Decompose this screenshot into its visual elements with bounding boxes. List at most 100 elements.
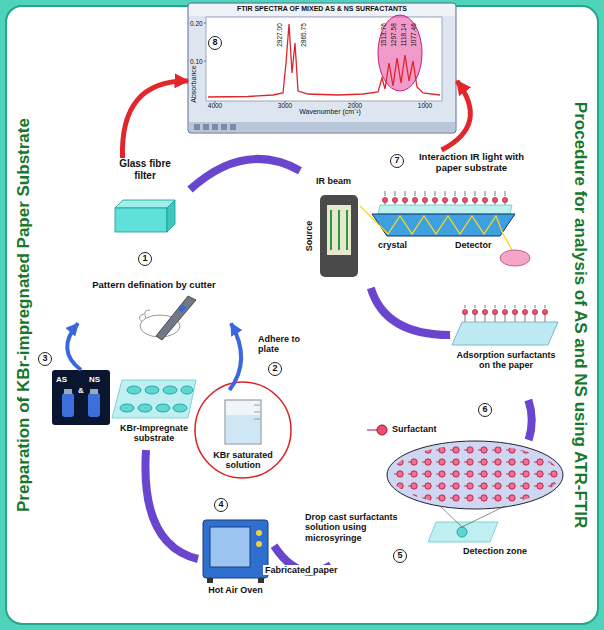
atr-step: Interaction IR light with paper substrat… [300, 150, 536, 288]
callout-number: 7 [390, 154, 404, 168]
node-text: KBr saturated solution [206, 450, 280, 471]
axis-tick: 0.20 [190, 20, 203, 27]
process-band [145, 450, 198, 559]
peak-label: 1513.76 [379, 20, 389, 50]
glass-fibre-filter [115, 208, 167, 232]
filter-step: Glass fibre filter [100, 158, 190, 248]
detection-zone [440, 506, 505, 527]
part-label: Source [304, 211, 314, 261]
beaker-step: KBr saturated solution [198, 390, 288, 485]
node-text: & [73, 386, 89, 395]
frame [6, 6, 598, 624]
solution-vials [52, 370, 110, 425]
oven-step: Hot Air Oven [198, 515, 274, 603]
cutter-step: Pattern defination by cutter [78, 280, 231, 342]
node-text: Drop cast surfactants solution using mic… [305, 512, 410, 543]
adsorption-paper [452, 322, 558, 345]
solution-box: AS&NS [52, 370, 110, 425]
impregnated-plate [181, 386, 193, 394]
impregnated-plate [145, 386, 159, 394]
spectrum-plot [212, 124, 218, 130]
callout-number: 2 [268, 362, 282, 376]
beaker [254, 405, 260, 419]
node-text: FTIR SPECTRA OF MIXED AS & NS SURFACTANT… [188, 5, 456, 13]
flow-arrow [230, 323, 242, 390]
spectrum-plot [189, 122, 455, 132]
node-text: Pattern defination by cutter [78, 280, 230, 291]
callout-number: 5 [393, 549, 407, 563]
impregnated-plate [173, 404, 187, 412]
node-text: Interaction IR light with paper substrat… [408, 152, 535, 174]
impregnated-plate [163, 386, 177, 394]
impregnated-plate [120, 404, 134, 412]
atr-setup [331, 210, 347, 250]
step-note: Adhere to plate [258, 334, 310, 355]
atr-setup [378, 205, 512, 214]
hot-air-oven [258, 578, 264, 583]
atr-setup [320, 191, 530, 277]
glass-fibre-filter [167, 200, 175, 232]
part-label: crystal [378, 240, 407, 250]
flow-arrow [122, 81, 188, 158]
flow-arrow [67, 323, 81, 370]
detection-zone [387, 441, 563, 509]
callout-number: 1 [138, 252, 152, 266]
axis-tick: 1000 [410, 102, 440, 109]
part-label: IR beam [316, 176, 351, 186]
callout-number: 3 [38, 352, 52, 366]
node-text: Hot Air Oven [198, 585, 273, 595]
node-text: Glass fibre filter [112, 158, 178, 181]
part-label: Surfactant [392, 424, 437, 434]
adsorption-paper [462, 305, 552, 322]
spectrum-plot [189, 4, 455, 16]
surfactant-symbol [377, 425, 387, 435]
cutter-icon [139, 296, 196, 340]
surfactant-symbol [367, 425, 387, 435]
peak-label: 1297.58 [389, 20, 399, 50]
callout-number: 8 [208, 36, 222, 50]
cutter-icon [178, 304, 186, 313]
axis-title: Absorbance [189, 62, 199, 106]
detection-zone [428, 522, 498, 542]
spectrum-plot [188, 3, 456, 133]
peak-label: 1118.14 [399, 20, 409, 50]
process-band [190, 159, 300, 190]
detection-zone [387, 441, 563, 542]
solution-vials [88, 393, 100, 417]
glass-fibre-filter [115, 200, 175, 208]
beaker [195, 382, 291, 478]
atr-setup [382, 191, 512, 205]
impregnated-plate [127, 386, 141, 394]
spectrum-plot [194, 124, 200, 130]
solution-vials [90, 389, 98, 394]
impregnated-plate [156, 404, 170, 412]
hot-air-oven [207, 578, 213, 583]
substrate-step: KBr-Impregnate substrate [112, 375, 197, 450]
axis-tick: 0.10 [190, 58, 203, 65]
axis-tick: 3000 [270, 102, 300, 109]
callout-number: 6 [478, 403, 492, 417]
node-text: Preparation of KBr-impregnated Paper Sub… [13, 40, 35, 590]
cutter-icon [156, 296, 196, 340]
beaker [225, 400, 261, 444]
hot-air-oven [203, 520, 268, 583]
node-text: NS [89, 375, 109, 384]
part-label: Detector [455, 240, 492, 250]
flow-arrow [442, 81, 471, 150]
beaker [195, 382, 291, 478]
process-band [528, 400, 531, 440]
hot-air-oven [210, 527, 250, 567]
peak-label: 2927.00 [275, 20, 285, 50]
atr-setup [320, 195, 358, 277]
spectrum-plot [188, 3, 456, 133]
surfactant-symbol [367, 430, 377, 431]
callout-number: 4 [214, 498, 228, 512]
atr-setup [360, 206, 512, 250]
section-band: Preparation of KBr-impregnated Paper Sub… [10, 40, 38, 590]
edge-label: Fabricated paper [263, 565, 340, 575]
cutter-icon [139, 310, 150, 322]
